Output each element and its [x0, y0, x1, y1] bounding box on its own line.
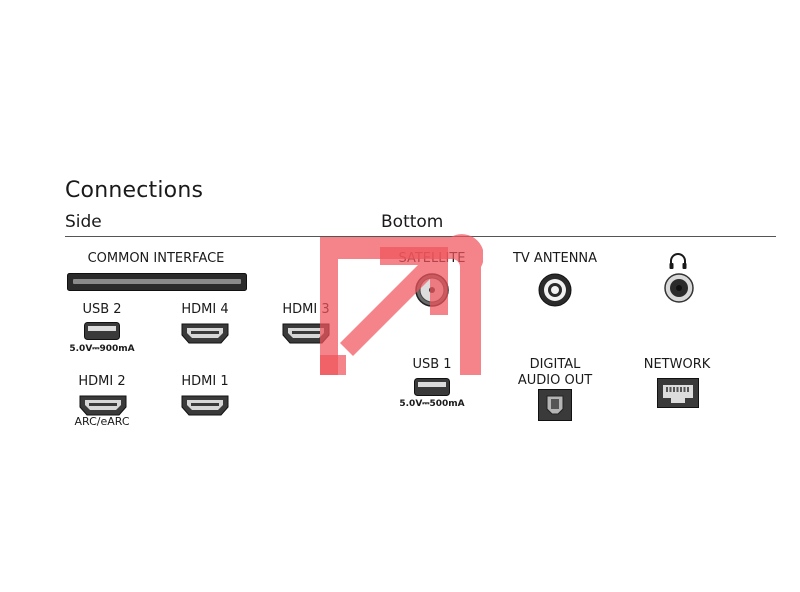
ethernet-port-icon [657, 378, 699, 408]
network-label: NETWORK [643, 357, 711, 372]
hdmi4-port-icon [181, 323, 229, 344]
hdmi3-label: HDMI 3 [282, 302, 330, 317]
usb2-rating: 5.0V⎓900mA [69, 344, 135, 354]
arrow-highlight-icon [320, 234, 483, 375]
usb2-label: USB 2 [82, 302, 122, 317]
optical-port-icon [538, 389, 572, 421]
hdmi3-port-icon [282, 323, 330, 344]
hdmi1-port-icon [181, 395, 229, 416]
page-title: Connections [65, 178, 204, 203]
section-bottom: Bottom [381, 212, 444, 232]
common-interface-slot-icon [67, 273, 247, 291]
section-side: Side [65, 212, 102, 232]
digital-audio-out-line1: DIGITAL [529, 357, 581, 372]
satellite-port-icon [415, 273, 449, 307]
usb1-port-icon [414, 378, 450, 396]
usb2-port-icon [84, 322, 120, 340]
headphone-jack-icon [664, 273, 694, 303]
satellite-label: SATELLITE [398, 251, 466, 266]
hdmi2-port-icon [79, 395, 127, 416]
digital-audio-out-line2: AUDIO OUT [517, 373, 593, 388]
headphone-icon [669, 253, 687, 269]
tv-antenna-label: TV ANTENNA [512, 251, 598, 266]
digital-audio-out-label: DIGITAL AUDIO OUT [505, 357, 605, 389]
tv-antenna-port-icon [538, 273, 572, 307]
hdmi1-label: HDMI 1 [181, 374, 229, 389]
divider [65, 236, 776, 237]
common-interface-label: COMMON INTERFACE [87, 251, 225, 266]
hdmi2-label: HDMI 2 [78, 374, 126, 389]
usb1-rating: 5.0V⎓500mA [399, 399, 465, 409]
usb1-label: USB 1 [412, 357, 452, 372]
hdmi4-label: HDMI 4 [181, 302, 229, 317]
hdmi2-note: ARC/eARC [74, 415, 130, 428]
